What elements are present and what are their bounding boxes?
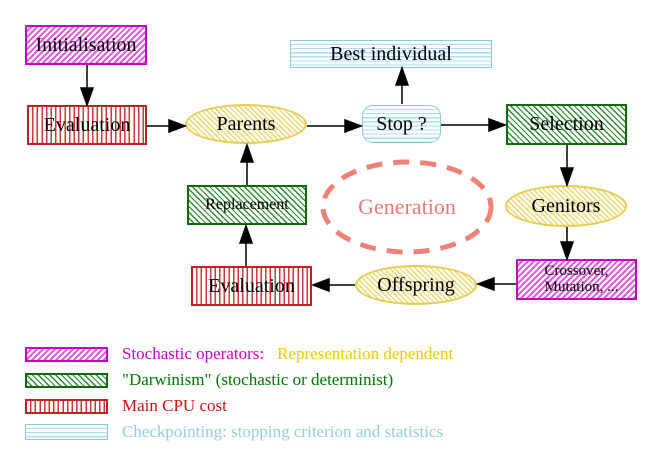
legend-stochastic-label: Stochastic operators: xyxy=(122,344,265,363)
arrowhead-genitors-crossover xyxy=(559,241,575,262)
arrowhead-eval-parents xyxy=(168,118,188,134)
node-evaluation-top: Evaluation xyxy=(27,105,147,145)
node-initialisation: Initialisation xyxy=(25,25,147,65)
arrowhead-offspring-eval xyxy=(310,277,330,293)
node-evaluation-bottom: Evaluation xyxy=(191,266,312,306)
node-offspring: Offspring xyxy=(355,265,477,305)
arrowhead-replacement-parents xyxy=(239,142,255,163)
node-crossover-mutation: Crossover, Mutation, ... xyxy=(516,259,637,300)
arrowhead-parents-stop xyxy=(344,118,364,134)
legend-row-darwinism: "Darwinism" (stochastic or determinist) xyxy=(122,370,394,389)
legend-stochastic-extra: Representation dependent xyxy=(277,344,454,363)
arrowhead-selection-genitors xyxy=(559,167,575,188)
legend-row-stochastic: Stochastic operators: Representation depe… xyxy=(122,344,453,364)
crossover-line1: Crossover, xyxy=(544,262,609,279)
node-stop: Stop ? xyxy=(362,105,441,143)
generation-label: Generation xyxy=(358,194,456,219)
legend-swatch-darwinism xyxy=(25,373,108,388)
crossover-line2: Mutation, ... xyxy=(544,278,619,295)
legend-row-cpu: Main CPU cost xyxy=(122,396,227,415)
node-selection: Selection xyxy=(506,104,627,145)
arrowhead-init-eval xyxy=(79,87,95,108)
arrowhead-eval-replacement xyxy=(238,223,254,244)
node-replacement: Replacement xyxy=(187,185,307,225)
legend-row-checkpointing: Checkpointing: stopping criterion and st… xyxy=(122,422,444,441)
legend-swatch-cpu xyxy=(25,399,108,414)
node-genitors: Genitors xyxy=(505,185,627,227)
arrowhead-stop-selection xyxy=(488,117,508,133)
legend-swatch-checkpointing xyxy=(25,424,108,440)
legend-swatch-stochastic xyxy=(25,347,108,362)
arrowhead-stop-best xyxy=(394,65,410,86)
node-best-individual: Best individual xyxy=(290,40,492,68)
node-parents: Parents xyxy=(185,104,307,144)
arrowhead-crossover-offspring xyxy=(475,276,495,292)
